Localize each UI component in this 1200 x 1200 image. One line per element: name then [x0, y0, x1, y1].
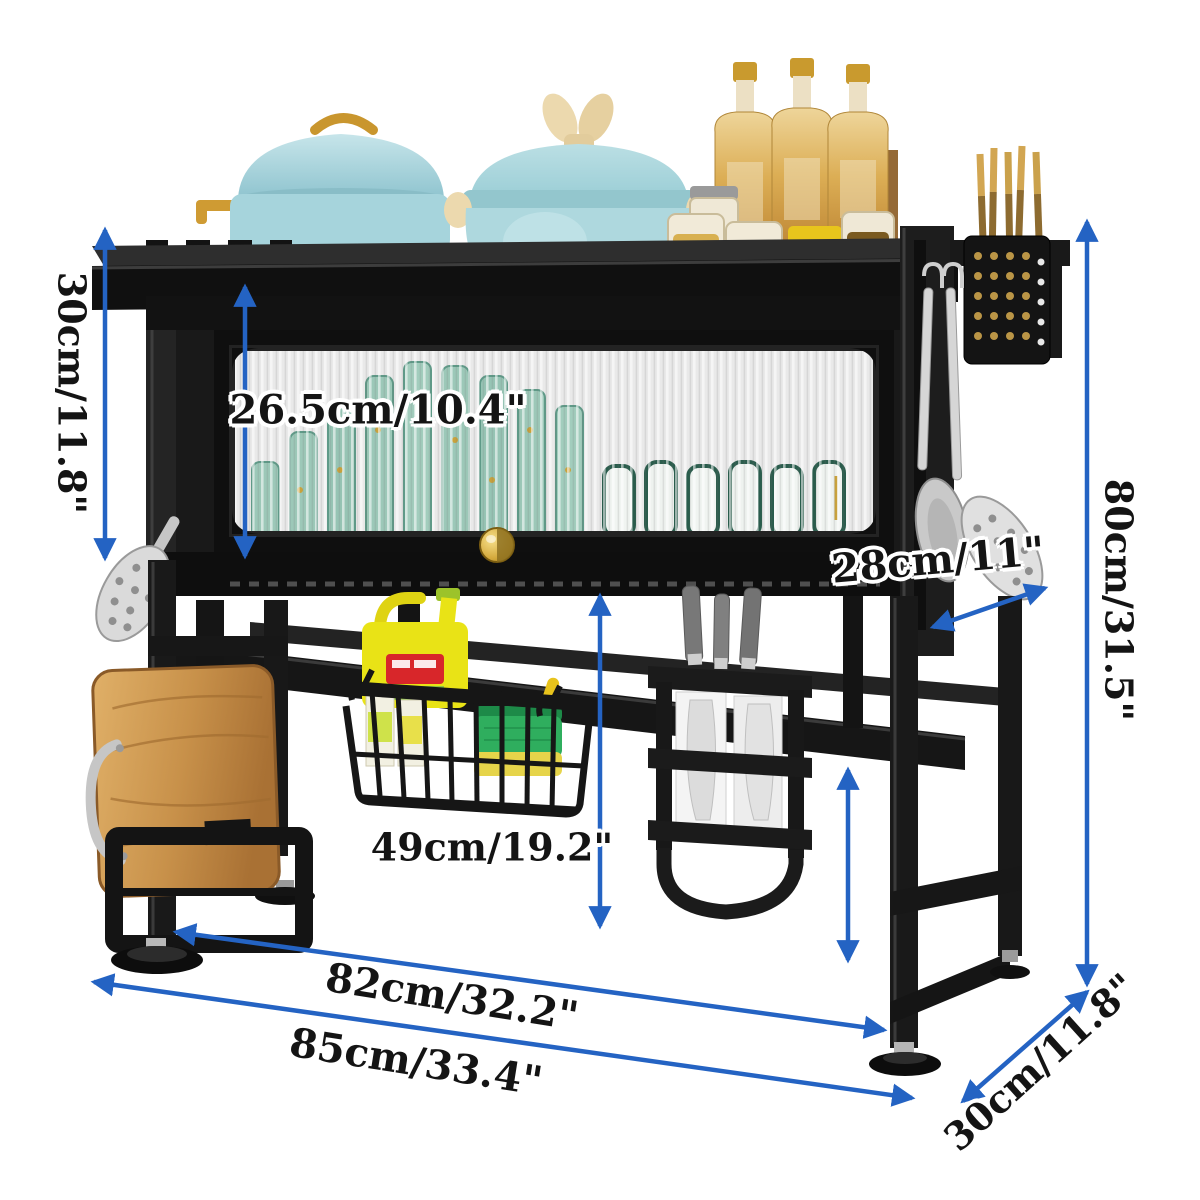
dim-left-height: 30cm/11.8" — [49, 271, 95, 515]
wire-basket-group — [334, 588, 596, 818]
knife-holder — [648, 666, 812, 920]
door-knob[interactable] — [479, 527, 515, 563]
dish-cabinet — [146, 296, 938, 596]
skimmer-head — [960, 495, 1044, 601]
dim-under-clearance: 49cm/19.2" — [370, 824, 614, 870]
chopstick-holder — [963, 235, 1051, 365]
chopsticks — [976, 145, 1043, 243]
dimension-arrows — [90, 218, 1099, 1107]
knives — [681, 585, 762, 670]
right-legs — [869, 596, 1030, 1076]
arrow-shelf-depth — [929, 583, 1049, 632]
plates — [232, 348, 876, 534]
arrow-base-depth — [960, 989, 1090, 1104]
dim-inner-height: 26.5cm/10.4" — [229, 386, 527, 434]
hanging-utensils — [914, 261, 1044, 601]
wire-basket — [334, 668, 596, 818]
arrow-total-width — [90, 973, 916, 1107]
dim-total-height: 80cm/31.5" — [1096, 478, 1142, 722]
